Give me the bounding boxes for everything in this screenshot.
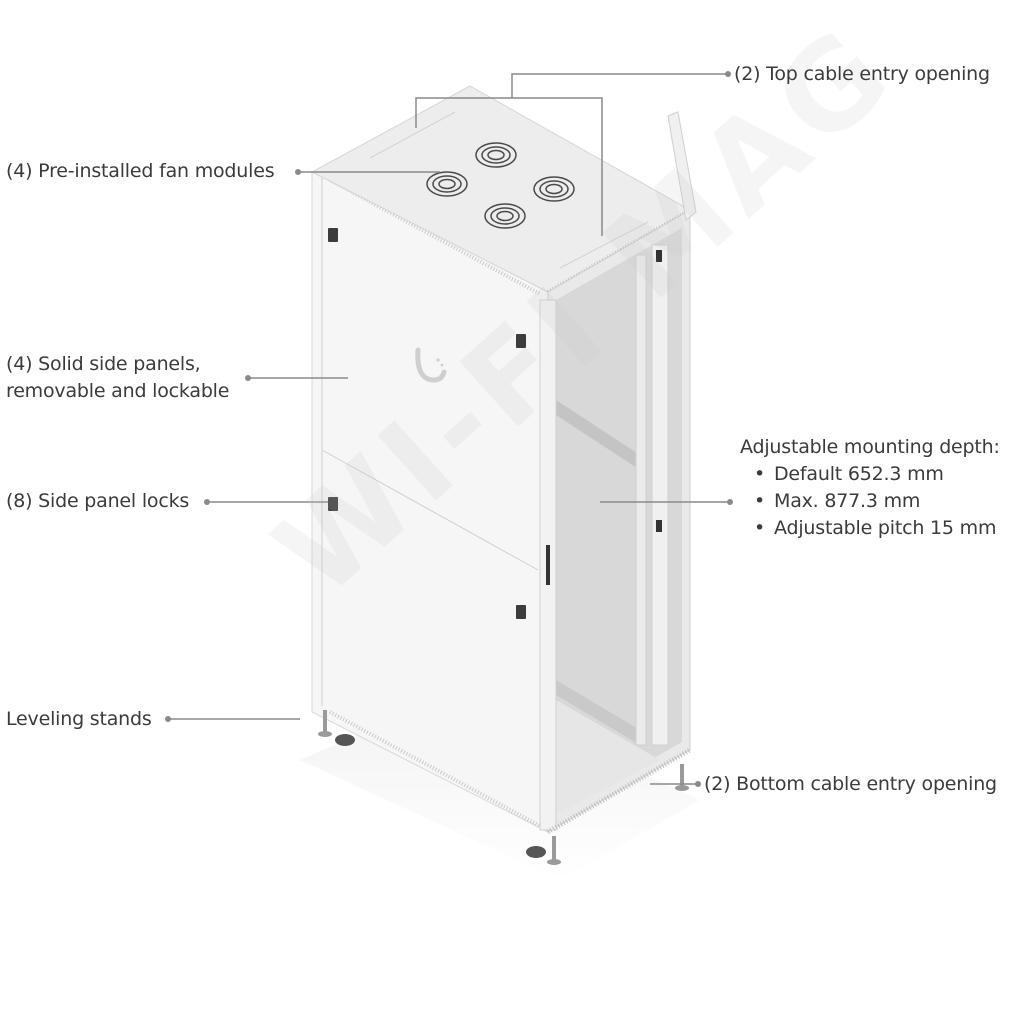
- callout-mounting-depth: Adjustable mounting depth: Default 652.3…: [740, 434, 1000, 542]
- front-frame-open: [539, 209, 692, 835]
- side-panel-lock-icons: [328, 228, 526, 619]
- mounting-depth-specs: Default 652.3 mm Max. 877.3 mm Adjustabl…: [740, 461, 1000, 542]
- callout-bottom-cable-entry: (2) Bottom cable entry opening: [704, 773, 997, 795]
- fan-module-icons: [426, 142, 575, 229]
- callout-leveling-stands: Leveling stands: [6, 708, 152, 730]
- callout-fan-modules: (4) Pre-installed fan modules: [6, 160, 275, 182]
- mounting-depth-title: Adjustable mounting depth:: [740, 436, 1000, 458]
- callout-side-panels: (4) Solid side panels, removable and loc…: [6, 351, 229, 405]
- spec-item-pitch: Adjustable pitch 15 mm: [740, 515, 1000, 542]
- brand-logo-icon: [415, 347, 447, 383]
- spec-item-max: Max. 877.3 mm: [740, 488, 1000, 515]
- callout-dots: [165, 71, 733, 787]
- callout-side-panel-locks: (8) Side panel locks: [6, 490, 190, 512]
- leveling-stand-icons: [318, 710, 689, 865]
- callout-side-panels-line1: (4) Solid side panels,: [6, 353, 201, 375]
- front-door-edge: [667, 111, 697, 221]
- callout-side-panels-line2: removable and lockable: [6, 380, 230, 402]
- callout-leader-lines: [168, 73, 730, 785]
- spec-item-default: Default 652.3 mm: [740, 461, 1000, 488]
- callout-top-cable-entry: (2) Top cable entry opening: [734, 63, 990, 85]
